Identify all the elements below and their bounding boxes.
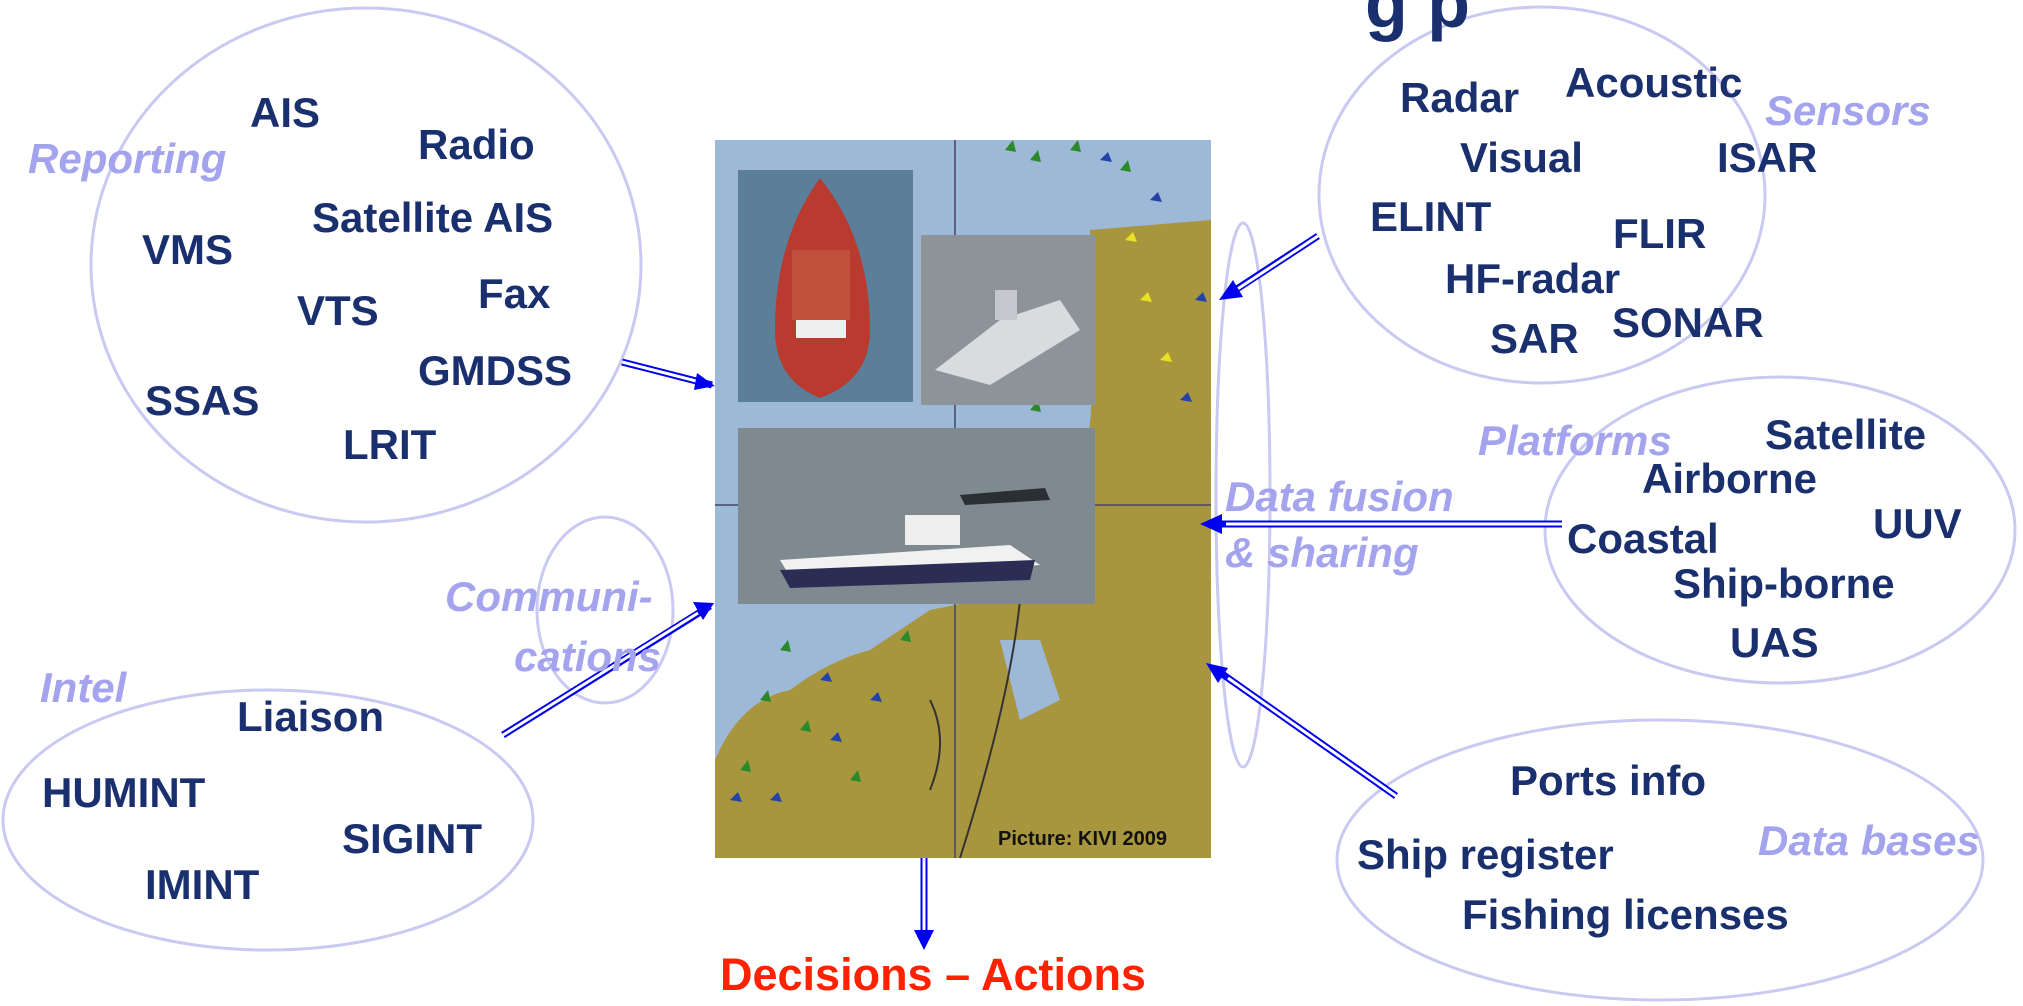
sensors-item-acoustic: Acoustic — [1565, 59, 1743, 106]
intel-item-liaison: Liaison — [237, 693, 385, 740]
arrow-platforms-to-map — [1200, 514, 1562, 534]
sensors-item-radar: Radar — [1400, 74, 1520, 121]
arrow-databases-to-map — [1206, 663, 1399, 799]
databases-ellipse — [1335, 718, 1985, 1002]
databases-category-label: Data bases — [1758, 817, 1980, 864]
intel-item-sigint: SIGINT — [342, 815, 483, 862]
arrow-sensors-to-map — [1219, 233, 1320, 300]
reporting-category-label: Reporting — [28, 135, 227, 182]
reporting-ellipse — [89, 6, 643, 524]
platforms-ellipse — [1543, 375, 2017, 685]
sensors-item-elint: ELINT — [1370, 193, 1492, 240]
platforms-item-satellite: Satellite — [1765, 411, 1927, 458]
reporting-item-gmdss: GMDSS — [418, 347, 573, 394]
sensors-item-visual: Visual — [1460, 134, 1583, 181]
reporting-item-satellite-ais: Satellite AIS — [312, 194, 554, 241]
sensors-item-flir: FLIR — [1613, 210, 1707, 257]
sensors-category-label: Sensors — [1765, 87, 1931, 134]
platforms-item-airborne: Airborne — [1642, 455, 1818, 502]
page-title-partial: g p — [1365, 0, 1470, 42]
platforms-item-ship-borne: Ship-borne — [1673, 560, 1895, 607]
communications-label-line1: Communi- — [445, 573, 653, 620]
fusion-label-line1: Data fusion — [1225, 473, 1454, 520]
reporting-item-ais: AIS — [250, 89, 321, 136]
sensors-ellipse — [1317, 5, 1767, 385]
communications-label-line2: cations — [514, 633, 662, 680]
reporting-item-fax: Fax — [478, 270, 551, 317]
platforms-category-label: Platforms — [1478, 417, 1672, 464]
databases-item-ship-register: Ship register — [1357, 831, 1614, 878]
reporting-item-vms: VMS — [142, 226, 234, 273]
platforms-item-uas: UAS — [1730, 619, 1819, 666]
reporting-item-radio: Radio — [418, 121, 535, 168]
sensors-item-hf-radar: HF-radar — [1445, 255, 1621, 302]
container-ship-photo — [738, 170, 913, 402]
sensors-item-isar: ISAR — [1717, 134, 1818, 181]
maritime-map-picture — [715, 140, 1211, 859]
decisions-actions-label: Decisions – Actions — [720, 949, 1146, 1000]
arrow-map-to-decisions — [914, 858, 934, 950]
arrow-reporting-to-map — [621, 358, 715, 390]
coastguard-ship-photo — [738, 428, 1095, 604]
fusion-ellipse — [1214, 221, 1272, 769]
reporting-item-lrit: LRIT — [343, 421, 437, 468]
intel-item-humint: HUMINT — [42, 769, 206, 816]
platforms-item-coastal: Coastal — [1567, 515, 1719, 562]
reporting-item-vts: VTS — [297, 287, 379, 334]
sensors-item-sonar: SONAR — [1612, 299, 1764, 346]
databases-item-ports-info: Ports info — [1510, 757, 1706, 804]
intel-item-imint: IMINT — [145, 861, 260, 908]
communications-ellipse — [535, 515, 675, 705]
arrow-intel-to-map — [501, 602, 714, 738]
reporting-item-ssas: SSAS — [145, 377, 260, 424]
fusion-label-line2: & sharing — [1225, 529, 1419, 576]
databases-item-fishing-licenses: Fishing licenses — [1462, 891, 1789, 938]
intel-category-label: Intel — [40, 664, 127, 711]
navy-vessel-photo — [921, 235, 1096, 405]
platforms-item-uuv: UUV — [1873, 500, 1962, 547]
intel-ellipse — [1, 688, 535, 952]
sensors-item-sar: SAR — [1490, 315, 1579, 362]
picture-credit: Picture: KIVI 2009 — [998, 828, 1167, 850]
